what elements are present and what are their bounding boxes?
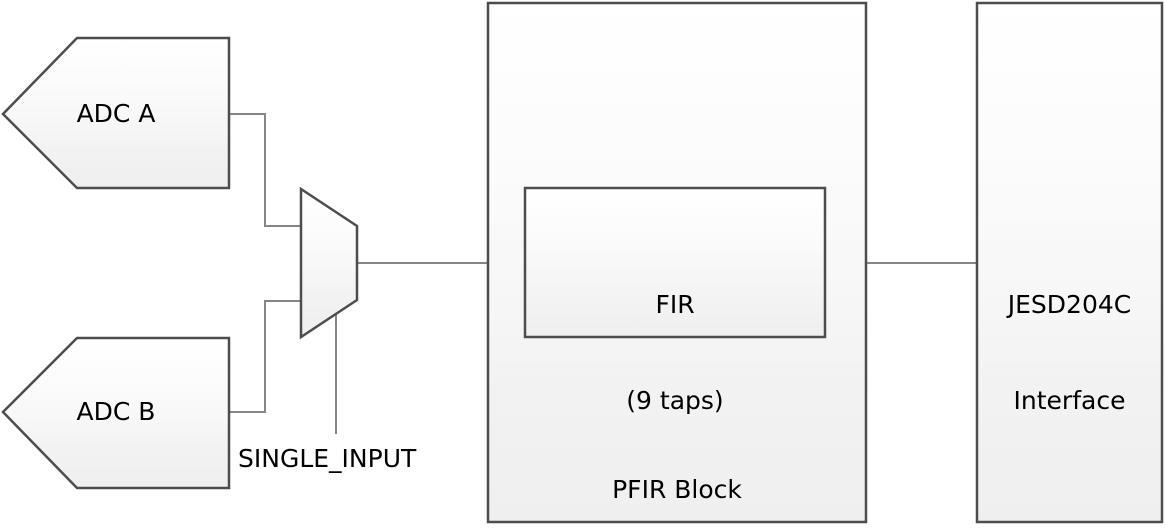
mux-block[interactable] [299, 186, 359, 340]
connector-adc-b-to-mux [228, 300, 302, 413]
fir-block[interactable] [523, 186, 827, 339]
adc-a-block[interactable] [1, 36, 231, 190]
connector-adc-a-to-mux [228, 113, 302, 227]
jesd204c-block[interactable] [975, 1, 1164, 524]
adc-b-block[interactable] [1, 336, 231, 490]
